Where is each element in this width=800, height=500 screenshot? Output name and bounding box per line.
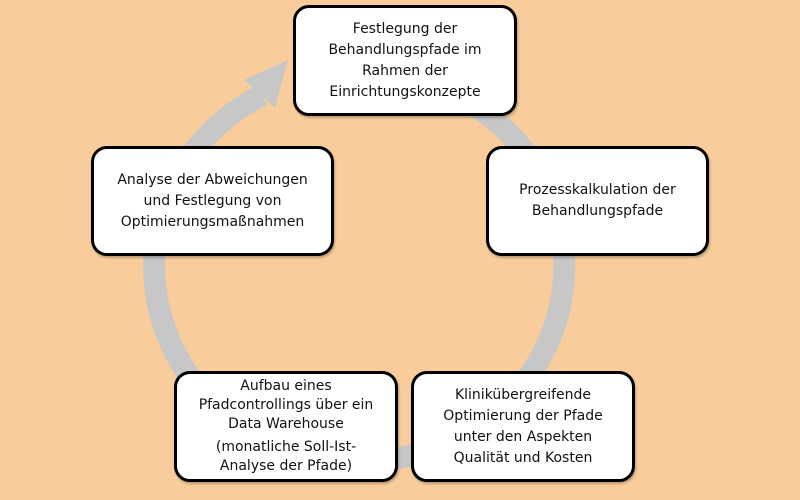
step-2-text: Prozesskalkulation der <box>519 182 676 198</box>
step-2-text: Behandlungspfade <box>531 203 664 219</box>
step-4-note: Analyse der Pfade) <box>219 458 353 474</box>
arrowhead-icon <box>244 60 288 108</box>
step-1-text: Einrichtungskonzepte <box>329 83 481 100</box>
step-1-text: Festlegung der <box>352 20 458 37</box>
step-2-box: Prozesskalkulation der Behandlungspfade <box>486 146 709 256</box>
step-5-text: Optimierungsmaßnahmen <box>120 213 305 230</box>
step-3-box: Klinikübergreifende Optimierung der Pfad… <box>411 371 635 482</box>
step-1-text: Rahmen der <box>362 62 448 79</box>
step-4-text: Data Warehouse <box>228 416 344 432</box>
step-5-text: und Festlegung von <box>143 192 282 209</box>
step-3-text: Klinikübergreifende <box>454 386 592 403</box>
step-4-text: Pfadcontrollings über ein <box>198 397 374 413</box>
step-1-box: Festlegung der Behandlungspfade im Rahme… <box>293 5 517 116</box>
step-4-box: Aufbau eines Pfadcontrollings über ein D… <box>174 371 398 482</box>
step-3-text: Optimierung der Pfade <box>443 407 603 424</box>
step-4-note: (monatliche Soll-Ist- <box>215 439 357 455</box>
step-5-text: Analyse der Abweichungen <box>117 171 308 188</box>
step-1-text: Behandlungspfade im <box>328 41 482 58</box>
step-5-box: Analyse der Abweichungen und Festlegung … <box>91 146 334 256</box>
step-3-text: Qualität und Kosten <box>453 449 593 466</box>
step-4-text: Aufbau eines <box>240 378 332 394</box>
step-3-text: unter den Aspekten <box>453 428 593 445</box>
